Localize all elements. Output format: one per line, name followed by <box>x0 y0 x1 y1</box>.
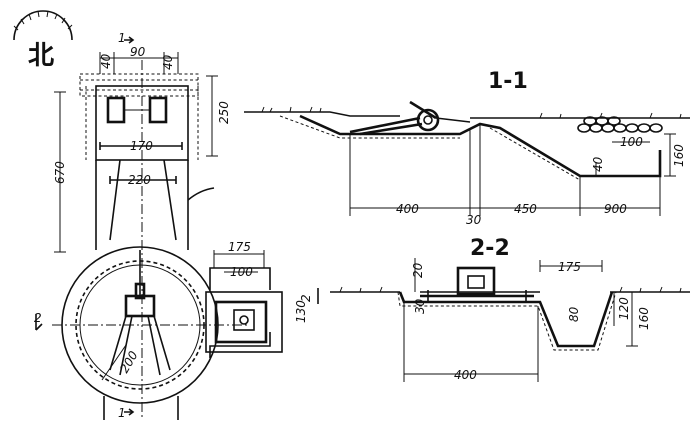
dim-s2-175: 175 <box>558 260 581 274</box>
plan-block-right <box>148 96 168 124</box>
plan-niche-inner <box>214 300 268 344</box>
plan-niche-connector <box>209 267 271 358</box>
dim-s2-120: 120 <box>617 297 631 320</box>
dim-s1-30: 30 <box>466 213 482 227</box>
section-1-1-title: 1-1 <box>488 69 528 94</box>
section-2-2-gun-icon <box>420 266 534 302</box>
section-mark-2-left: 2 <box>34 311 42 325</box>
plan-niche-outer <box>205 291 283 353</box>
section-2-2: 2-2 20 30 130 2 175 80 120 160 <box>294 236 690 382</box>
dim-plan-40b: 40 <box>161 54 175 70</box>
plan-view: 北 1 1 40 90 40 170 250 <box>13 10 283 420</box>
section-1-1-ground <box>244 111 690 119</box>
dim-s2-400: 400 <box>454 368 477 382</box>
dim-s2-20: 20 <box>411 262 425 278</box>
north-compass-icon: 北 <box>13 10 73 71</box>
dim-plan-220: 220 <box>128 173 151 187</box>
section-mark-2-right: 2 <box>299 294 313 302</box>
section-2-2-floor <box>398 291 614 348</box>
section-1-1: 1-1 40 <box>244 69 690 227</box>
dim-plan-40a: 40 <box>99 53 113 69</box>
plan-gun-icon <box>109 250 171 376</box>
section-1-1-gun-icon <box>349 100 471 136</box>
dim-s1-40: 40 <box>591 156 605 172</box>
dim-s1-450: 450 <box>514 202 537 216</box>
dim-s2-80: 80 <box>567 306 581 322</box>
dim-plan-100: 100 <box>230 265 253 279</box>
section-mark-1-top: 1 <box>118 31 126 45</box>
section-mark-1-bottom: 1 <box>118 406 126 420</box>
plan-dashed-outline <box>79 73 199 97</box>
dim-plan-670: 670 <box>53 161 67 184</box>
dim-s1-400: 400 <box>396 202 419 216</box>
dim-s2-130: 130 <box>294 300 308 323</box>
dim-s2-30: 30 <box>413 298 427 314</box>
dim-plan-90: 90 <box>130 45 146 59</box>
plan-bottom-exit <box>103 396 179 420</box>
dim-plan-250: 250 <box>217 101 231 124</box>
dim-plan-175: 175 <box>228 240 251 254</box>
section-2-2-title: 2-2 <box>470 236 510 261</box>
compass-label: 北 <box>28 41 54 71</box>
dim-s2-160: 160 <box>637 307 651 330</box>
dim-s1-900: 900 <box>604 202 627 216</box>
section-1-1-sandbags <box>577 116 663 133</box>
plan-corridor <box>95 160 189 250</box>
dim-s1-100: 100 <box>620 135 643 149</box>
dim-s1-160: 160 <box>672 144 686 167</box>
plan-block-left <box>106 96 126 124</box>
